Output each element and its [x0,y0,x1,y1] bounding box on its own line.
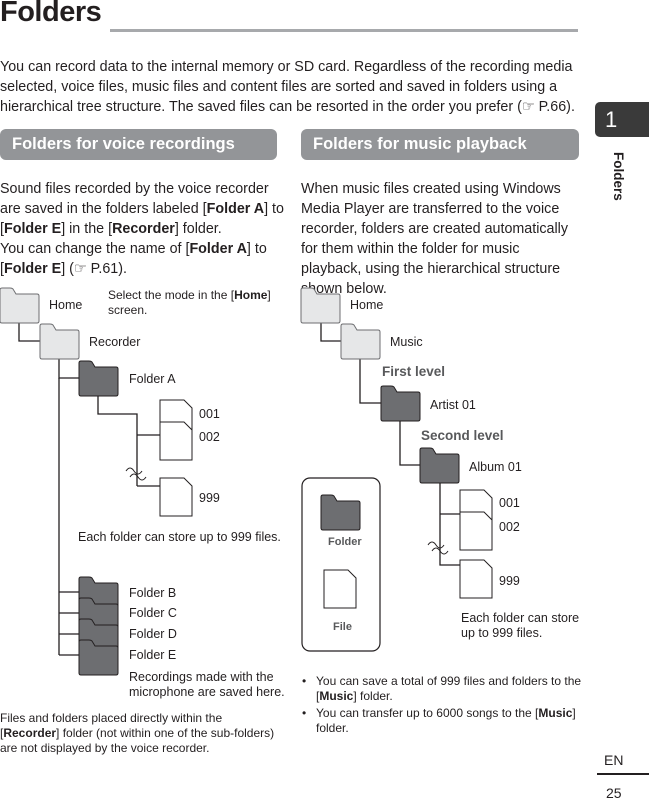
music-file-999-label: 999 [499,574,520,588]
voice-para-text: ] to [264,201,284,217]
bullet-text: You can transfer up to 6000 songs to the… [316,706,539,720]
legend-folder-label: Folder [328,536,362,548]
footnote-text: [ [0,726,4,740]
voice-para-bold: Folder A [206,201,265,217]
music-bullet-list: You can save a total of 999 files and fo… [300,674,585,738]
ellipsis-wave-icon [125,467,147,481]
music-section-heading: Folders for music playback [301,129,579,160]
home-folder-icon [300,287,341,324]
bullet-item: You can transfer up to 6000 songs to the… [300,706,585,736]
intro-paragraph: You can record data to the internal memo… [0,59,575,115]
note-text: Select the mode in the [ [108,288,235,302]
voice-para-text: [ [0,221,4,237]
voice-tree-lines [18,322,160,656]
recorder-label: Recorder [89,335,141,349]
music-paragraph: When music files created using Windows M… [301,181,569,297]
first-level-label: First level [382,364,446,379]
voice-para-text: ] in the [ [61,221,113,237]
music-folder-icon [340,323,381,360]
file-icon [159,421,193,461]
page-number: 25 [606,785,622,801]
folder-b-label: Folder B [129,586,177,600]
language-label: EN [604,752,624,768]
folder-a-label: Folder A [129,372,176,386]
legend-box [301,477,381,652]
file-icon [459,559,493,599]
artist-folder-icon [380,385,421,422]
music-label: Music [390,335,423,349]
mic-note-line: Recordings made with the [129,670,274,684]
file-icon [159,477,193,517]
capacity-line: up to 999 files. [461,626,543,640]
footnote-line: Files and folders placed directly within… [0,711,223,725]
ellipsis-wave-icon [427,541,449,555]
file-icon [459,511,493,551]
page-title: Folders [0,0,102,28]
footnote-line: are not displayed by the voice recorder. [0,741,210,755]
music-home-label: Home [350,298,384,312]
voice-section-heading: Folders for voice recordings [0,129,277,160]
note-text: ] [267,288,271,302]
voice-para-text: [ [0,261,4,277]
file-002-label: 002 [199,430,220,444]
footnote-bold: Recorder [3,726,57,740]
mic-note: Recordings made with the microphone are … [129,670,289,700]
footnote-text: ] folder (not within one of the sub-fold… [56,726,275,740]
note-bold: Home [234,288,268,302]
note-text: screen. [108,303,148,317]
chapter-tab: 1 [595,102,649,137]
bullet-item: You can save a total of 999 files and fo… [300,674,585,704]
music-file-001-label: 001 [499,496,520,510]
home-mode-note: Select the mode in the [Home] screen. [108,288,288,318]
file-999-label: 999 [199,491,220,505]
voice-para-bold: Folder A [189,241,247,257]
voice-para-text: ] to [246,241,267,257]
chapter-side-label: Folders [611,152,626,201]
voice-para-bold: Folder E [3,221,62,237]
file-001-label: 001 [199,407,220,421]
bullet-bold: Music [538,706,573,720]
voice-capacity-note: Each folder can store up to 999 files. [78,530,281,544]
voice-para-bold: Folder E [3,261,62,277]
folder-d-label: Folder D [129,627,177,641]
bullet-text: folder. [316,721,349,735]
voice-para-text: You can change the name of [ [0,241,190,257]
bullet-bold: Music [319,689,354,703]
second-level-label: Second level [421,428,504,443]
voice-para-line1: Sound files recorded by the voice record… [0,181,269,197]
capacity-line: Each folder can store [461,611,580,625]
voice-para-text: ] (☞ P.61). [61,261,127,277]
legend-file-icon [323,569,357,609]
bullet-text: ] folder. [353,689,393,703]
album-folder-icon [419,447,460,484]
voice-para-text: ] folder. [174,221,222,237]
bullet-text: [ [316,689,320,703]
bullet-text: You can save a total of 999 files and fo… [316,674,582,688]
music-file-002-label: 002 [499,520,520,534]
recorder-folder-icon [39,323,80,360]
bullet-text: ] [572,706,576,720]
title-rule [110,29,578,32]
footer-rule [597,773,649,775]
voice-para-text: are saved in the folders labeled [ [0,201,207,217]
mic-note-line: microphone are saved here. [129,685,285,699]
folder-a-icon [78,360,119,397]
music-tree-lines [320,322,460,566]
artist-label: Artist 01 [430,398,476,412]
home-folder-icon [0,287,40,324]
voice-home-label: Home [49,298,83,312]
legend-file-label: File [333,621,352,633]
voice-paragraph: Sound files recorded by the voice record… [0,179,290,279]
folder-e-label: Folder E [129,648,177,662]
voice-para-bold: Recorder [112,221,175,237]
voice-footnote: Files and folders placed directly within… [0,711,290,756]
music-capacity-note: Each folder can store up to 999 files. [461,611,591,641]
folder-c-label: Folder C [129,606,177,620]
album-label: Album 01 [469,460,522,474]
legend-folder-icon [320,494,361,531]
